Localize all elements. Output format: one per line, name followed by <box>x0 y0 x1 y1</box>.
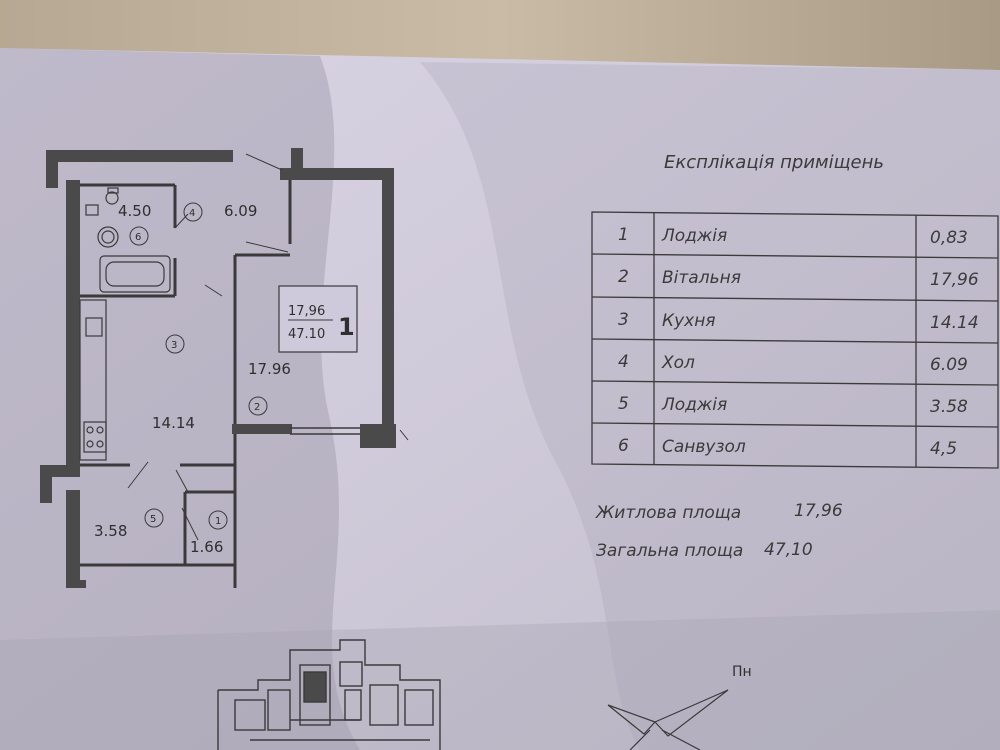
row-area: 14.14 <box>930 313 979 333</box>
building-key-plan <box>217 639 441 750</box>
shadow-bottom <box>0 610 1000 750</box>
area-hall: 6.09 <box>224 202 257 220</box>
room-number-hall: 4 <box>189 208 195 219</box>
row-name: Лоджія <box>661 226 727 246</box>
row-number: 3 <box>618 310 629 330</box>
stamp-apartment-number: 1 <box>338 313 355 341</box>
plan-doors <box>127 153 409 541</box>
plan-bath-fixtures <box>85 187 171 293</box>
shadow-right <box>420 62 1000 750</box>
row-number: 5 <box>618 394 629 414</box>
table-row: 5 Лоджія 3.58 <box>618 394 968 417</box>
area-kitchen: 14.14 <box>152 414 195 432</box>
row-area: 6.09 <box>930 355 968 375</box>
row-name: Кухня <box>662 311 716 331</box>
compass-rose <box>607 689 729 750</box>
shadow-left <box>0 48 360 750</box>
paper-sheet <box>0 48 1000 750</box>
table-row: 3 Кухня 14.14 <box>618 310 979 333</box>
row-area: 0,83 <box>930 228 968 248</box>
area-loggia-big: 3.58 <box>94 522 127 540</box>
stamp-total-area: 47.10 <box>288 327 325 342</box>
total-area-value: 47,10 <box>764 540 813 560</box>
area-loggia-small: 1.66 <box>190 538 223 556</box>
table-row: 1 Лоджія 0,83 <box>618 225 968 248</box>
row-number: 2 <box>618 267 629 287</box>
row-number: 1 <box>618 225 629 245</box>
table-row: 4 Хол 6.09 <box>618 352 968 375</box>
room-number-kitchen: 3 <box>171 340 177 351</box>
area-living: 17.96 <box>248 360 291 378</box>
room-number-loggia-big: 5 <box>150 514 156 525</box>
area-bathroom: 4.50 <box>118 202 151 220</box>
row-name: Вітальня <box>662 268 741 288</box>
row-name: Санвузол <box>662 437 746 457</box>
plan-walls <box>40 148 396 588</box>
explication-table-grid <box>591 211 999 469</box>
stamp-living-area: 17,96 <box>288 304 325 319</box>
compass-north-label: Пн <box>732 664 752 680</box>
row-number: 6 <box>618 436 629 456</box>
row-area: 4,5 <box>930 439 957 459</box>
table-row: 2 Вітальня 17,96 <box>618 267 979 290</box>
plan-stamp-box <box>278 285 358 353</box>
living-area-label: Житлова площа <box>595 503 741 523</box>
plan-room-number-circles <box>129 202 268 530</box>
total-area-label: Загальна площа <box>596 541 743 561</box>
room-number-bathroom: 6 <box>135 232 141 243</box>
row-number: 4 <box>618 352 629 372</box>
explication-title: Експлікація приміщень <box>664 152 884 173</box>
room-number-living: 2 <box>254 402 260 413</box>
living-area-value: 17,96 <box>794 501 843 521</box>
explication-rows: 1 Лоджія 0,83 2 Вітальня 17,96 3 Кухня 1… <box>618 225 979 459</box>
row-name: Лоджія <box>661 395 727 415</box>
room-number-loggia-small: 1 <box>215 516 221 527</box>
floor-plan <box>40 148 409 588</box>
table-row: 6 Санвузол 4,5 <box>618 436 957 459</box>
plan-kitchen-fixtures <box>79 299 107 461</box>
row-area: 17,96 <box>930 270 979 290</box>
row-name: Хол <box>661 353 695 373</box>
row-area: 3.58 <box>930 397 968 417</box>
plan-window <box>290 427 360 435</box>
plan-inner-walls <box>80 180 292 588</box>
